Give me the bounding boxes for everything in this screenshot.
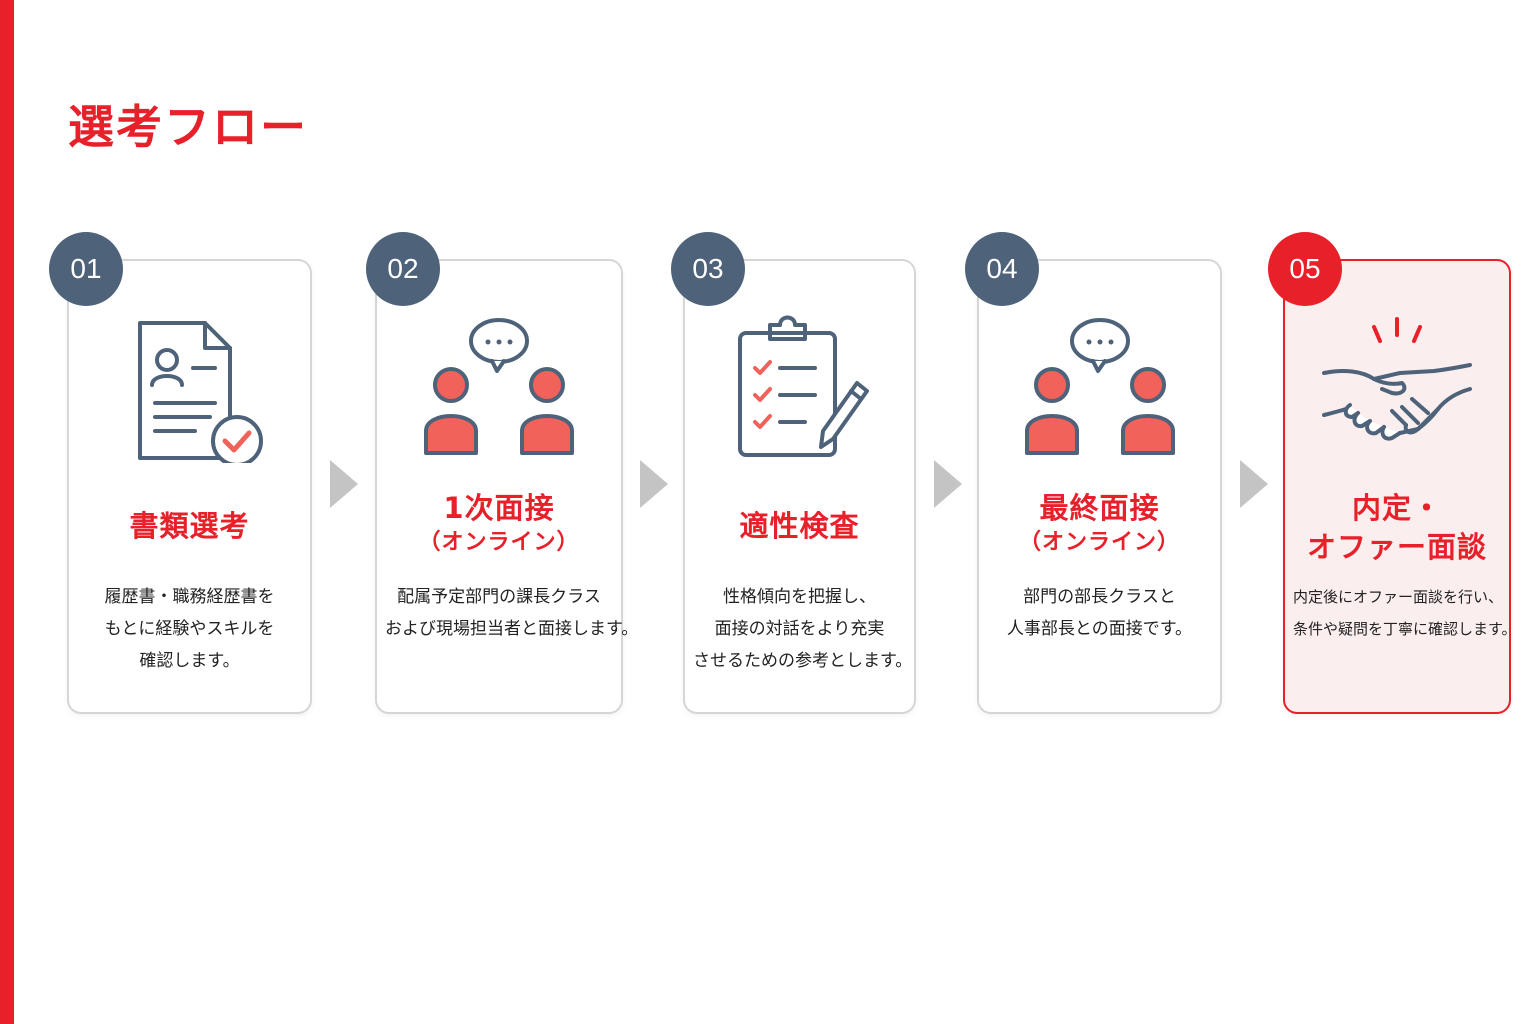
page-title: 選考フロー xyxy=(68,100,308,154)
step-description: 配属予定部門の課長クラス および現場担当者と面接します。 xyxy=(385,587,639,639)
step-description: 性格傾向を把握し、 面接の対話をより充実 させるための参考とします。 xyxy=(693,587,913,671)
step-title: 適性検査 xyxy=(739,509,860,543)
left-accent-bar xyxy=(0,0,14,1024)
chevron-right-icon xyxy=(640,460,668,508)
step-number-badge: 05 xyxy=(1268,232,1342,306)
chevron-right-icon xyxy=(934,460,962,508)
step-number-badge: 04 xyxy=(965,232,1039,306)
step-description: 内定後にオファー面談を行い、 条件や疑問を丁寧に確認します。 xyxy=(1293,588,1517,638)
step-card-final-interview: 最終面接 （オンライン） 部門の部長クラスと 人事部長との面接です。 xyxy=(977,259,1222,714)
step-card-document-screening: 書類選考 履歴書・職務経歴書を もとに経験やスキルを 確認します。 xyxy=(67,259,312,714)
interview-people-icon xyxy=(1024,318,1175,455)
step-title: 内定・ オファー面談 xyxy=(1306,491,1487,565)
step-card-offer: 内定・ オファー面談 内定後にオファー面談を行い、 条件や疑問を丁寧に確認します… xyxy=(1283,259,1517,714)
step-number-badge: 02 xyxy=(366,232,440,306)
step-card-first-interview: 1次面接 （オンライン） 配属予定部門の課長クラス および現場担当者と面接します… xyxy=(375,259,639,714)
step-number-badge: 01 xyxy=(49,232,123,306)
step-title: 書類選考 xyxy=(129,509,250,543)
step-description: 履歴書・職務経歴書を もとに経験やスキルを 確認します。 xyxy=(104,587,275,671)
clipboard-checklist-icon xyxy=(737,315,869,457)
handshake-icon xyxy=(1322,317,1472,441)
chevron-right-icon xyxy=(1240,460,1268,508)
step-card-aptitude-test: 適性検査 性格傾向を把握し、 面接の対話をより充実 させるための参考とします。 xyxy=(683,259,916,714)
step-description: 部門の部長クラスと 人事部長との面接です。 xyxy=(1006,587,1193,639)
step-number-badge: 03 xyxy=(671,232,745,306)
step-title: 1次面接 （オンライン） xyxy=(418,491,580,556)
resume-check-icon xyxy=(137,321,263,463)
interview-people-icon xyxy=(424,318,574,455)
chevron-right-icon xyxy=(330,460,358,508)
step-title: 最終面接 （オンライン） xyxy=(1018,491,1180,556)
